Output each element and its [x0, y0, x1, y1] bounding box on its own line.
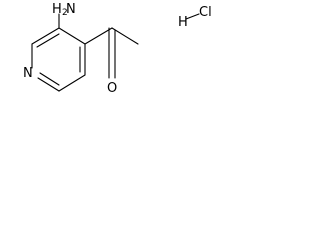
bond-carbonyl-methyl — [111, 27, 139, 45]
double-bond-c2-c3 — [36, 33, 60, 48]
pyridine-ring — [31, 27, 86, 92]
amino-subscript-label: 2 — [62, 8, 68, 18]
structure-diagram: N H 2 N O H Cl — [23, 2, 212, 96]
amino-n-label: N — [66, 2, 76, 17]
bond-c6-n1 — [37, 77, 60, 92]
bond-c5-c6 — [58, 74, 86, 92]
salt-h-label: H — [178, 15, 188, 30]
bond-c3-c4 — [58, 27, 86, 45]
oxygen-label: O — [107, 81, 117, 96]
bond-c2-c3 — [31, 27, 60, 45]
bond-h-cl — [185, 13, 200, 20]
amino-h-label: H — [52, 2, 62, 17]
bond-c4-carbonyl — [84, 27, 113, 45]
acetyl-group — [84, 27, 139, 79]
ring-nitrogen-label: N — [23, 66, 33, 81]
double-bond-c6-n1 — [39, 72, 60, 86]
salt-cl-label: Cl — [199, 5, 212, 20]
